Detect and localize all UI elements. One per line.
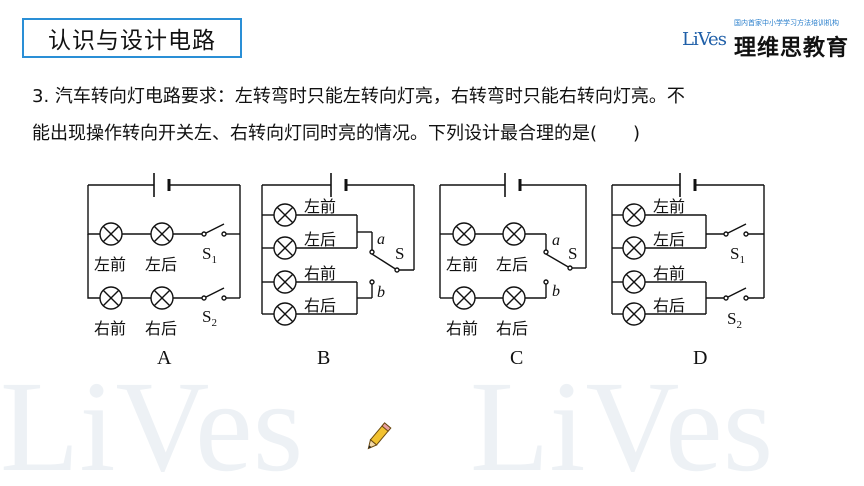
switch-label: S bbox=[395, 244, 404, 263]
circuit-d: 左前 左后 右前 右后 S1 S2 D bbox=[611, 173, 765, 369]
circuit-a: 左前 左后 右前 右后 S1 S2 A bbox=[87, 173, 241, 369]
lamp-label: 左前 bbox=[653, 198, 685, 216]
option-label: C bbox=[510, 347, 523, 369]
lamp-icon bbox=[622, 236, 646, 260]
switch-label: S1 bbox=[730, 244, 745, 266]
lamp-icon bbox=[273, 236, 297, 260]
circuit-c: 左前 左后 右前 右后 a b S C bbox=[439, 173, 587, 369]
lamp-label: 右前 bbox=[653, 265, 685, 283]
lamp-icon bbox=[502, 222, 526, 246]
lamp-icon bbox=[273, 270, 297, 294]
option-label: A bbox=[157, 347, 172, 369]
option-label: D bbox=[693, 347, 707, 369]
switch-label: S2 bbox=[727, 309, 742, 331]
lamp-icon bbox=[622, 270, 646, 294]
battery-icon bbox=[330, 173, 348, 197]
logo-mark: LiVes bbox=[682, 29, 727, 50]
question-line-2: 能出现操作转向开关左、右转向灯同时亮的情况。下列设计最合理的是( ) bbox=[32, 123, 641, 144]
lamp-icon bbox=[273, 203, 297, 227]
lamp-label: 左前 bbox=[304, 198, 336, 216]
contact-label: b bbox=[377, 284, 385, 301]
brand-logo: 国内首家中小学学习方法培训机构 LiVes 理维思教育 bbox=[678, 16, 864, 61]
question-text: 3. 汽车转向灯电路要求：左转弯时只能左转向灯亮，右转弯时只能右转向灯亮。不 能… bbox=[32, 78, 852, 152]
lamp-label: 右前 bbox=[446, 320, 478, 338]
battery-icon bbox=[504, 173, 522, 197]
switch-label: S1 bbox=[202, 244, 217, 266]
lamp-label: 左后 bbox=[304, 231, 336, 249]
lamp-icon bbox=[452, 222, 476, 246]
lamp-icon bbox=[622, 302, 646, 326]
lamp-label: 右前 bbox=[304, 265, 336, 283]
lamp-label: 左后 bbox=[496, 256, 528, 274]
battery-icon bbox=[153, 173, 171, 197]
lamp-label: 右后 bbox=[653, 297, 685, 315]
lamp-icon bbox=[150, 286, 174, 310]
lamp-label: 右后 bbox=[496, 320, 528, 338]
lamp-label: 左后 bbox=[653, 231, 685, 249]
battery-icon bbox=[679, 173, 697, 197]
lamp-icon bbox=[273, 302, 297, 326]
contact-label: b bbox=[552, 283, 560, 300]
logo-brand: 理维思教育 bbox=[734, 36, 850, 61]
lamp-icon bbox=[622, 203, 646, 227]
section-title: 认识与设计电路 bbox=[22, 18, 242, 58]
lamp-label: 左后 bbox=[145, 256, 177, 274]
contact-label: a bbox=[552, 232, 560, 249]
lamp-icon bbox=[99, 222, 123, 246]
lamp-icon bbox=[452, 286, 476, 310]
lamp-label: 左前 bbox=[94, 256, 126, 274]
lamp-icon bbox=[502, 286, 526, 310]
pencil-icon bbox=[367, 422, 392, 450]
section-title-text: 认识与设计电路 bbox=[48, 28, 216, 54]
lamp-icon bbox=[99, 286, 123, 310]
question-line-1: 3. 汽车转向灯电路要求：左转弯时只能左转向灯亮，右转弯时只能右转向灯亮。不 bbox=[32, 86, 685, 107]
switch-label: S bbox=[568, 244, 577, 263]
lamp-icon bbox=[150, 222, 174, 246]
lamp-label: 右前 bbox=[94, 320, 126, 338]
option-label: B bbox=[317, 347, 330, 369]
lamp-label: 左前 bbox=[446, 256, 478, 274]
lamp-label: 右后 bbox=[304, 297, 336, 315]
contact-label: a bbox=[377, 231, 385, 248]
circuit-b: 左前 左后 右前 右后 a b S B bbox=[261, 173, 415, 369]
logo-tagline: 国内首家中小学学习方法培训机构 bbox=[734, 19, 839, 27]
lamp-label: 右后 bbox=[145, 320, 177, 338]
switch-label: S2 bbox=[202, 307, 217, 329]
